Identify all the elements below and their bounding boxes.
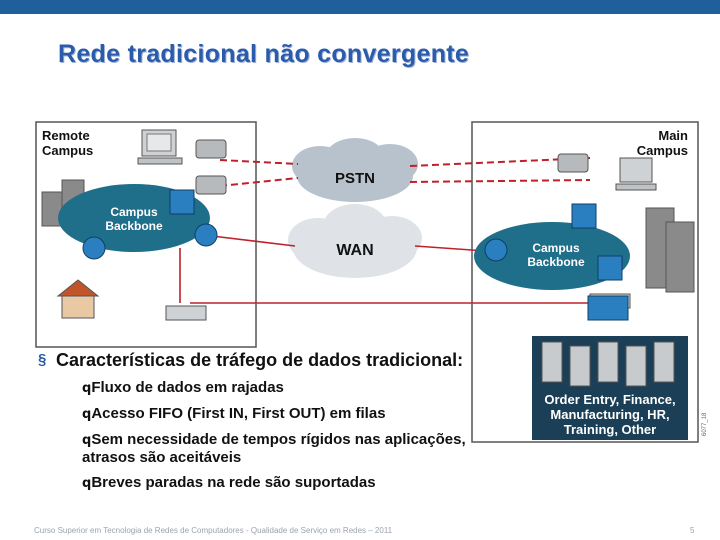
remote-pc-icon [137, 129, 183, 165]
sub-item-1: qFluxo de dados em rajadas [82, 379, 474, 397]
sub-item-text: Fluxo de dados em rajadas [91, 379, 284, 396]
bullet-list: § Características de tráfego de dados tr… [34, 350, 474, 492]
remote-phone-icon [195, 139, 227, 195]
sub-item-text: Acesso FIFO (First IN, First OUT) em fil… [91, 405, 386, 422]
main-buildings [645, 207, 695, 293]
wan-label: WAN [336, 242, 373, 259]
main-bullet: § Características de tráfego de dados tr… [34, 350, 474, 371]
bullet-marker: § [38, 351, 47, 368]
pstn-cloud: PSTN [292, 138, 418, 202]
sub-marker: q [82, 433, 92, 448]
sub-marker: q [82, 407, 92, 422]
sub-item-2: qAcesso FIFO (First IN, First OUT) em fi… [82, 405, 474, 423]
sub-item-4: qBreves paradas na rede são suportadas [82, 474, 474, 492]
pstn-links [219, 157, 591, 187]
main-pc-icon [615, 157, 657, 191]
figure-code: 6077_18 [702, 412, 708, 436]
page-number: 5 [690, 526, 695, 535]
sub-item-3: qSem necessidade de tempos rígidos nas a… [82, 431, 474, 466]
remote-house-icon [56, 279, 100, 319]
sub-marker: q [82, 381, 92, 396]
main-bullet-text: Características de tráfego de dados trad… [56, 350, 464, 370]
sub-item-text: Sem necessidade de tempos rígidos nas ap… [82, 431, 466, 466]
footer-text: Curso Superior em Tecnologia de Redes de… [34, 526, 393, 535]
sub-item-text: Breves paradas na rede são suportadas [91, 474, 376, 491]
sub-marker: q [82, 476, 92, 491]
servers-panel: Order Entry, Finance,Manufacturing, HR,T… [532, 336, 688, 440]
page-title: Rede tradicional não convergente [58, 40, 470, 68]
main-phone-icon [557, 153, 589, 173]
top-bar [0, 0, 720, 14]
servers-caption: Order Entry, Finance,Manufacturing, HR,T… [544, 392, 675, 437]
pstn-label: PSTN [335, 170, 375, 187]
wan-cloud: WAN [288, 204, 422, 278]
